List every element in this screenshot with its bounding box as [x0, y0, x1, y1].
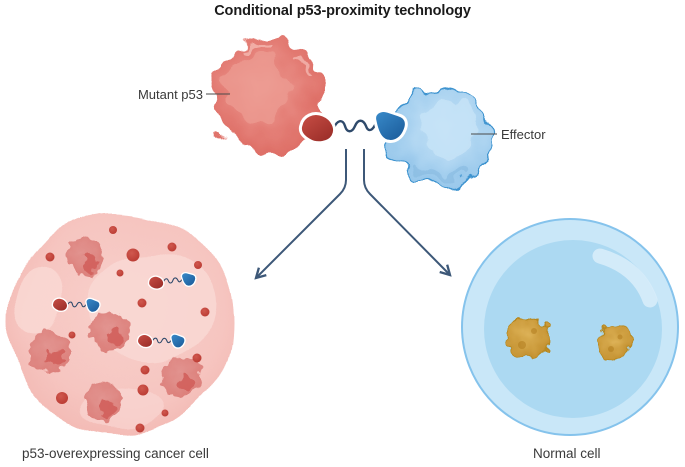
gloss-stroke — [238, 45, 269, 54]
red-granule — [140, 365, 150, 375]
red-granule — [45, 252, 55, 262]
red-granule — [126, 248, 140, 262]
gold-speckle — [531, 328, 537, 334]
aggregate-core — [107, 330, 123, 346]
proximity-molecule-main — [298, 109, 408, 145]
mutant-p53-highlight — [226, 56, 290, 120]
red-granule — [135, 423, 145, 433]
aggregate-core — [82, 256, 98, 272]
label-effector: Effector — [501, 127, 546, 142]
red-granule — [68, 331, 76, 339]
red-granule — [192, 353, 202, 363]
wild-type-p53-spot — [506, 316, 550, 360]
aggregate-core — [179, 376, 195, 392]
figure-title: Conditional p53-proximity technology — [214, 3, 471, 19]
effector-blob — [390, 87, 490, 187]
label-normal-cell: Normal cell — [533, 446, 601, 461]
red-granules — [45, 226, 210, 433]
red-granule — [109, 226, 117, 234]
effector-shade — [411, 167, 469, 180]
p53-aggregates — [29, 238, 202, 421]
label-cancer-cell: p53-overexpressing cancer cell — [22, 446, 209, 461]
aggregate-core — [46, 349, 64, 367]
normal-cell-inner — [484, 240, 662, 418]
p53-aggregate — [90, 311, 130, 351]
red-granule — [56, 392, 68, 404]
mutant-p53-blob — [211, 40, 325, 154]
red-granule — [161, 409, 169, 417]
red-granule — [137, 298, 147, 308]
normal-cell — [461, 218, 679, 436]
p53-aggregate — [162, 357, 202, 397]
gold-speckle — [608, 346, 614, 352]
branch-arrows — [256, 149, 450, 278]
wild-type-p53-spot — [597, 325, 633, 361]
red-granule — [194, 261, 202, 269]
arrow-to-normal-cell — [363, 149, 450, 275]
red-granule — [137, 384, 149, 396]
p53-aggregate — [84, 383, 122, 421]
gold-speckle — [617, 334, 623, 340]
cytoplasm-light-patch — [16, 270, 60, 334]
effector-highlight — [420, 99, 476, 155]
arrow-to-cancer-cell — [256, 149, 347, 278]
aggregate-core — [100, 401, 116, 417]
normal-cell-highlight — [592, 248, 658, 308]
red-granule — [200, 307, 210, 317]
cancer-cell — [8, 210, 232, 434]
red-granule — [167, 242, 177, 252]
p53-aggregate — [66, 238, 104, 276]
label-mutant-p53: Mutant p53 — [137, 87, 203, 102]
gloss-stroke — [295, 58, 311, 73]
gold-speckle — [518, 341, 526, 349]
red-granule — [116, 269, 124, 277]
